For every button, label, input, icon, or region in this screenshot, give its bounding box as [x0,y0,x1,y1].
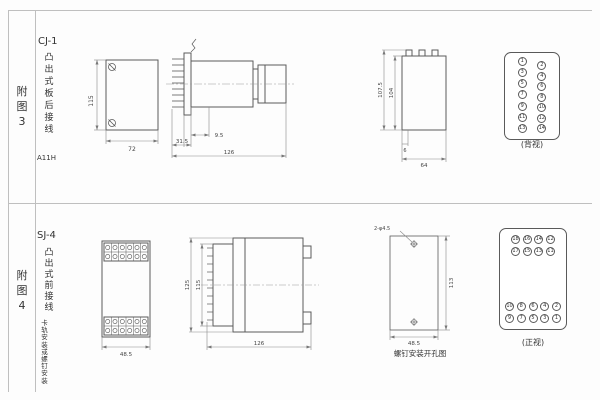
cj1-side-dim-seg-a: 31.5 [176,139,189,145]
terminal-row: 17 15 13 11 [511,247,555,256]
terminal-pin: 9 [505,314,514,323]
terminal-pin: 5 [528,314,538,323]
cj1-panel-dim-h-total: 107.5 [378,82,384,98]
terminal-pin: 13 [534,247,544,256]
sj4-front-dim-lines [101,337,151,350]
terminal-pin: 8 [537,92,547,102]
sj4-drill-outline [389,235,439,331]
sj4-drill-dim-height: 113 [449,277,455,288]
cj1-side-dim-lines [171,103,287,158]
terminal-pin: 12 [537,113,547,123]
figure3-code-label: A11H [37,154,56,162]
terminal-pin: 6 [537,82,547,91]
sj4-drill-caption: 螺钉安装开孔图 [393,349,447,358]
terminal-cluster-top: 18 16 14 12 17 15 13 11 [505,235,561,256]
terminal-row: 9 7 5 3 1 [505,314,561,323]
terminal-pin: 11 [545,247,555,256]
figure3-row-label: 附图3 [16,85,28,128]
cj1-side-dim-total: 126 [224,150,235,156]
terminal-pin: 2 [552,302,561,311]
terminal-pin: 10 [537,103,547,112]
cj1-side-pins [172,58,184,108]
terminal-pin: 3 [517,68,527,78]
terminal-pin: 8 [516,302,526,311]
cj1-panel-dim-small: 6 [403,148,406,154]
cj1-panel-view-drawing: 107.5 104 6 64 [378,49,447,169]
cj1-front-dim-height: 115 [88,95,95,107]
figure4-mount-note: 卡轨安装或螺钉安装 [41,319,48,385]
sj4-side-dim-lines [189,237,312,350]
sj4-front-view-drawing: 48.5 [101,240,151,358]
sj4-front-terminal-grid [104,243,148,335]
terminal-pin: 2 [537,61,547,70]
terminal-pin: 1 [517,57,527,66]
terminal-row: 10 8 6 4 2 [505,302,561,311]
figure3-type-label: 凸出式板后接线 [44,53,54,135]
back-view-label: (背视) [520,140,544,149]
front-view-label: (正视) [521,338,545,347]
cj1-front-dim-width: 72 [128,146,136,153]
figure4-model-label: SJ-4 [37,230,56,241]
terminal-pin: 13 [517,123,527,133]
terminal-pin: 6 [528,302,538,311]
terminal-pin: 4 [540,302,550,311]
cj1-panel-dim-lines [380,49,447,162]
terminal-pin: 14 [534,235,544,244]
sj4-drill-holes [410,240,418,326]
cj1-front-dim-lines [94,59,159,144]
terminal-pin: 7 [516,314,526,323]
terminal-pin: 12 [545,235,555,244]
cj1-side-view-drawing: 9.5 31.5 126 [166,38,294,158]
sj4-drill-hole-label: 2-φ4.5 [374,226,390,232]
terminal-pin: 4 [537,71,547,81]
terminal-pin: 7 [517,90,527,100]
terminal-pin: 15 [522,247,532,256]
table-row-divider [8,203,592,204]
sj4-side-view-drawing: 125 115 126 [185,237,319,350]
terminal-pin: 5 [517,79,527,89]
figure3-model-label: CJ-1 [38,36,58,47]
terminal-pin: 18 [511,235,520,244]
terminal-cluster-bottom: 10 8 6 4 2 9 7 5 3 1 [505,302,561,323]
sj4-drill-dim-lines [389,235,450,340]
terminal-pin: 17 [511,247,520,256]
table-top-border [8,10,592,11]
cj1-front-view-drawing: 115 72 [88,59,159,153]
terminal-pin: 11 [517,112,527,122]
sj4-drill-leader-line [399,230,413,243]
cj1-panel-outline [401,49,447,131]
cj1-terminal-block-back-view: 1 3 5 7 9 11 13 2 4 6 8 10 12 14 [504,52,560,140]
cj1-panel-dim-width: 64 [421,163,428,169]
terminal-row: 18 16 14 12 [511,235,555,244]
sj4-side-dim-h-inner: 115 [196,279,202,290]
table-column-divider [35,10,36,392]
terminal-column-right: 2 4 6 8 10 12 14 [537,61,547,133]
sj4-front-dim-width: 48.5 [120,352,133,358]
sj4-drill-dim-width: 48.5 [408,341,421,347]
terminal-pin: 14 [537,124,547,133]
terminal-pin: 9 [517,101,527,111]
terminal-pin: 1 [552,314,561,323]
sj4-side-terminal-teeth [207,247,213,321]
sj4-terminal-block-front-view: 18 16 14 12 17 15 13 11 10 8 6 4 2 9 [499,228,567,330]
cj1-front-screws [108,63,116,127]
cj1-panel-dim-h-inner: 104 [389,87,395,98]
terminal-pin: 3 [540,314,550,323]
figure4-row-label: 附图4 [16,269,28,312]
cj1-side-break-mark [190,38,197,53]
sj4-drill-diagram: 2-φ4.5 113 48.5 [374,226,455,347]
figure4-type-label: 凸出式前接线 [44,248,54,313]
cj1-front-outline [105,59,159,131]
terminal-column-left: 1 3 5 7 9 11 13 [517,57,527,133]
sj4-side-dim-depth: 126 [254,341,265,347]
terminal-pin: 10 [505,302,514,311]
table-left-border [8,10,9,392]
cj1-side-dim-seg-b: 9.5 [215,133,224,139]
terminal-pin: 16 [522,235,532,244]
sj4-side-dim-h-outer: 125 [185,279,191,290]
